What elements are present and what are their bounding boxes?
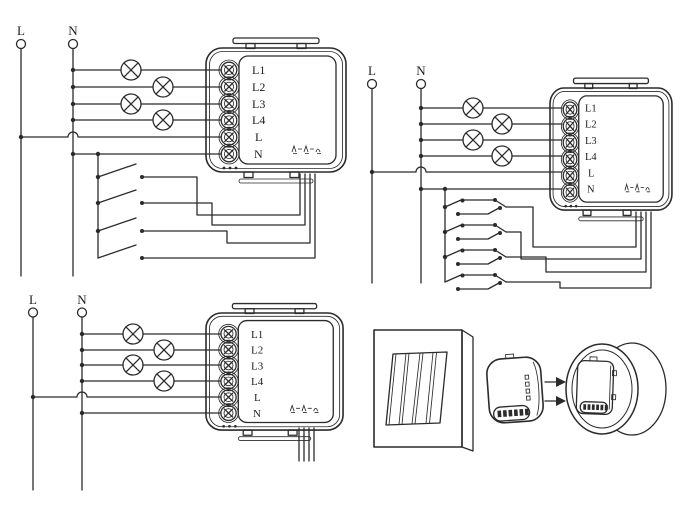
lamp-icon bbox=[153, 370, 175, 392]
neutral-label: N bbox=[416, 63, 426, 78]
lamp-branch bbox=[70, 59, 221, 131]
arrow-right-icon bbox=[545, 377, 566, 387]
switch-wires bbox=[142, 174, 315, 258]
lamp-icon bbox=[491, 145, 513, 167]
lamp-icon bbox=[462, 129, 484, 151]
switch-wires bbox=[506, 207, 651, 288]
svg-text:L3: L3 bbox=[585, 136, 597, 147]
module-in-box bbox=[576, 356, 617, 414]
svg-text:L2: L2 bbox=[585, 120, 597, 131]
lamp-icon bbox=[152, 109, 174, 131]
supply-lines bbox=[33, 317, 82, 490]
neutral-terminal bbox=[69, 40, 78, 49]
live-label: L bbox=[368, 63, 376, 78]
lamp-icon bbox=[120, 59, 142, 81]
wall-switch-illustration bbox=[374, 330, 473, 451]
lamp-icon bbox=[153, 339, 175, 361]
supply-lines bbox=[372, 89, 421, 284]
module-terminal-labels: L1 L2 L3 L4 L N bbox=[251, 329, 264, 420]
svg-text:L: L bbox=[254, 392, 261, 404]
live-label: L bbox=[29, 292, 37, 307]
relay-module bbox=[206, 304, 343, 441]
live-terminal bbox=[29, 308, 38, 317]
round-mounting-box-illustration bbox=[566, 343, 666, 435]
svg-text:L2: L2 bbox=[251, 345, 263, 357]
supply-lines bbox=[21, 49, 73, 277]
switch-icons bbox=[442, 198, 506, 291]
svg-text:L1: L1 bbox=[585, 104, 597, 115]
svg-text:L1: L1 bbox=[251, 329, 263, 341]
circuit-top-right: L N bbox=[368, 63, 672, 291]
module-terminal-labels: L1 L2 L3 L4 L N bbox=[585, 104, 597, 196]
svg-text:L4: L4 bbox=[251, 376, 264, 388]
neutral-terminal bbox=[78, 308, 87, 317]
svg-text:L3: L3 bbox=[252, 97, 265, 111]
svg-text:L: L bbox=[588, 169, 594, 180]
module-3d-illustration bbox=[486, 352, 545, 424]
lamp-icon bbox=[120, 93, 142, 115]
neutral-terminal bbox=[417, 80, 426, 89]
live-feed-wire bbox=[33, 392, 221, 397]
switch-icons bbox=[95, 164, 144, 260]
circuit-bottom-left: L N L1 L2 L3 L4 L N bbox=[29, 292, 344, 490]
live-terminal bbox=[17, 40, 26, 49]
live-feed-wire bbox=[21, 132, 221, 137]
live-terminal bbox=[368, 80, 377, 89]
svg-text:L4: L4 bbox=[585, 152, 597, 163]
svg-text:L2: L2 bbox=[252, 80, 265, 94]
svg-text:L1: L1 bbox=[252, 63, 265, 77]
neutral-label: N bbox=[77, 292, 87, 307]
arrow-right-icon bbox=[545, 396, 566, 406]
circuit-top-left: L N bbox=[17, 23, 347, 276]
neutral-label: N bbox=[68, 23, 78, 38]
live-feed-wire bbox=[372, 167, 562, 172]
lamp-icon bbox=[462, 97, 484, 119]
live-label: L bbox=[17, 23, 25, 38]
svg-text:L3: L3 bbox=[251, 361, 264, 373]
lamp-branch bbox=[418, 97, 562, 167]
lamp-icon bbox=[122, 323, 144, 345]
lamp-icon bbox=[491, 113, 513, 135]
lamp-icon bbox=[152, 76, 174, 98]
svg-text:N: N bbox=[254, 147, 263, 161]
module-terminal-labels: L1 L2 L3 L4 L N bbox=[252, 63, 265, 161]
svg-text:L4: L4 bbox=[252, 113, 265, 127]
lamp-branch bbox=[79, 323, 221, 392]
installation-illustration bbox=[374, 330, 666, 451]
rocker-panel bbox=[386, 352, 447, 425]
svg-text:N: N bbox=[253, 408, 261, 420]
lamp-icon bbox=[122, 354, 144, 376]
svg-text:N: N bbox=[587, 185, 595, 196]
relay-module bbox=[206, 38, 346, 183]
relay-module bbox=[550, 78, 672, 221]
svg-text:L: L bbox=[255, 130, 262, 144]
module-pigtail-wires bbox=[299, 428, 314, 461]
